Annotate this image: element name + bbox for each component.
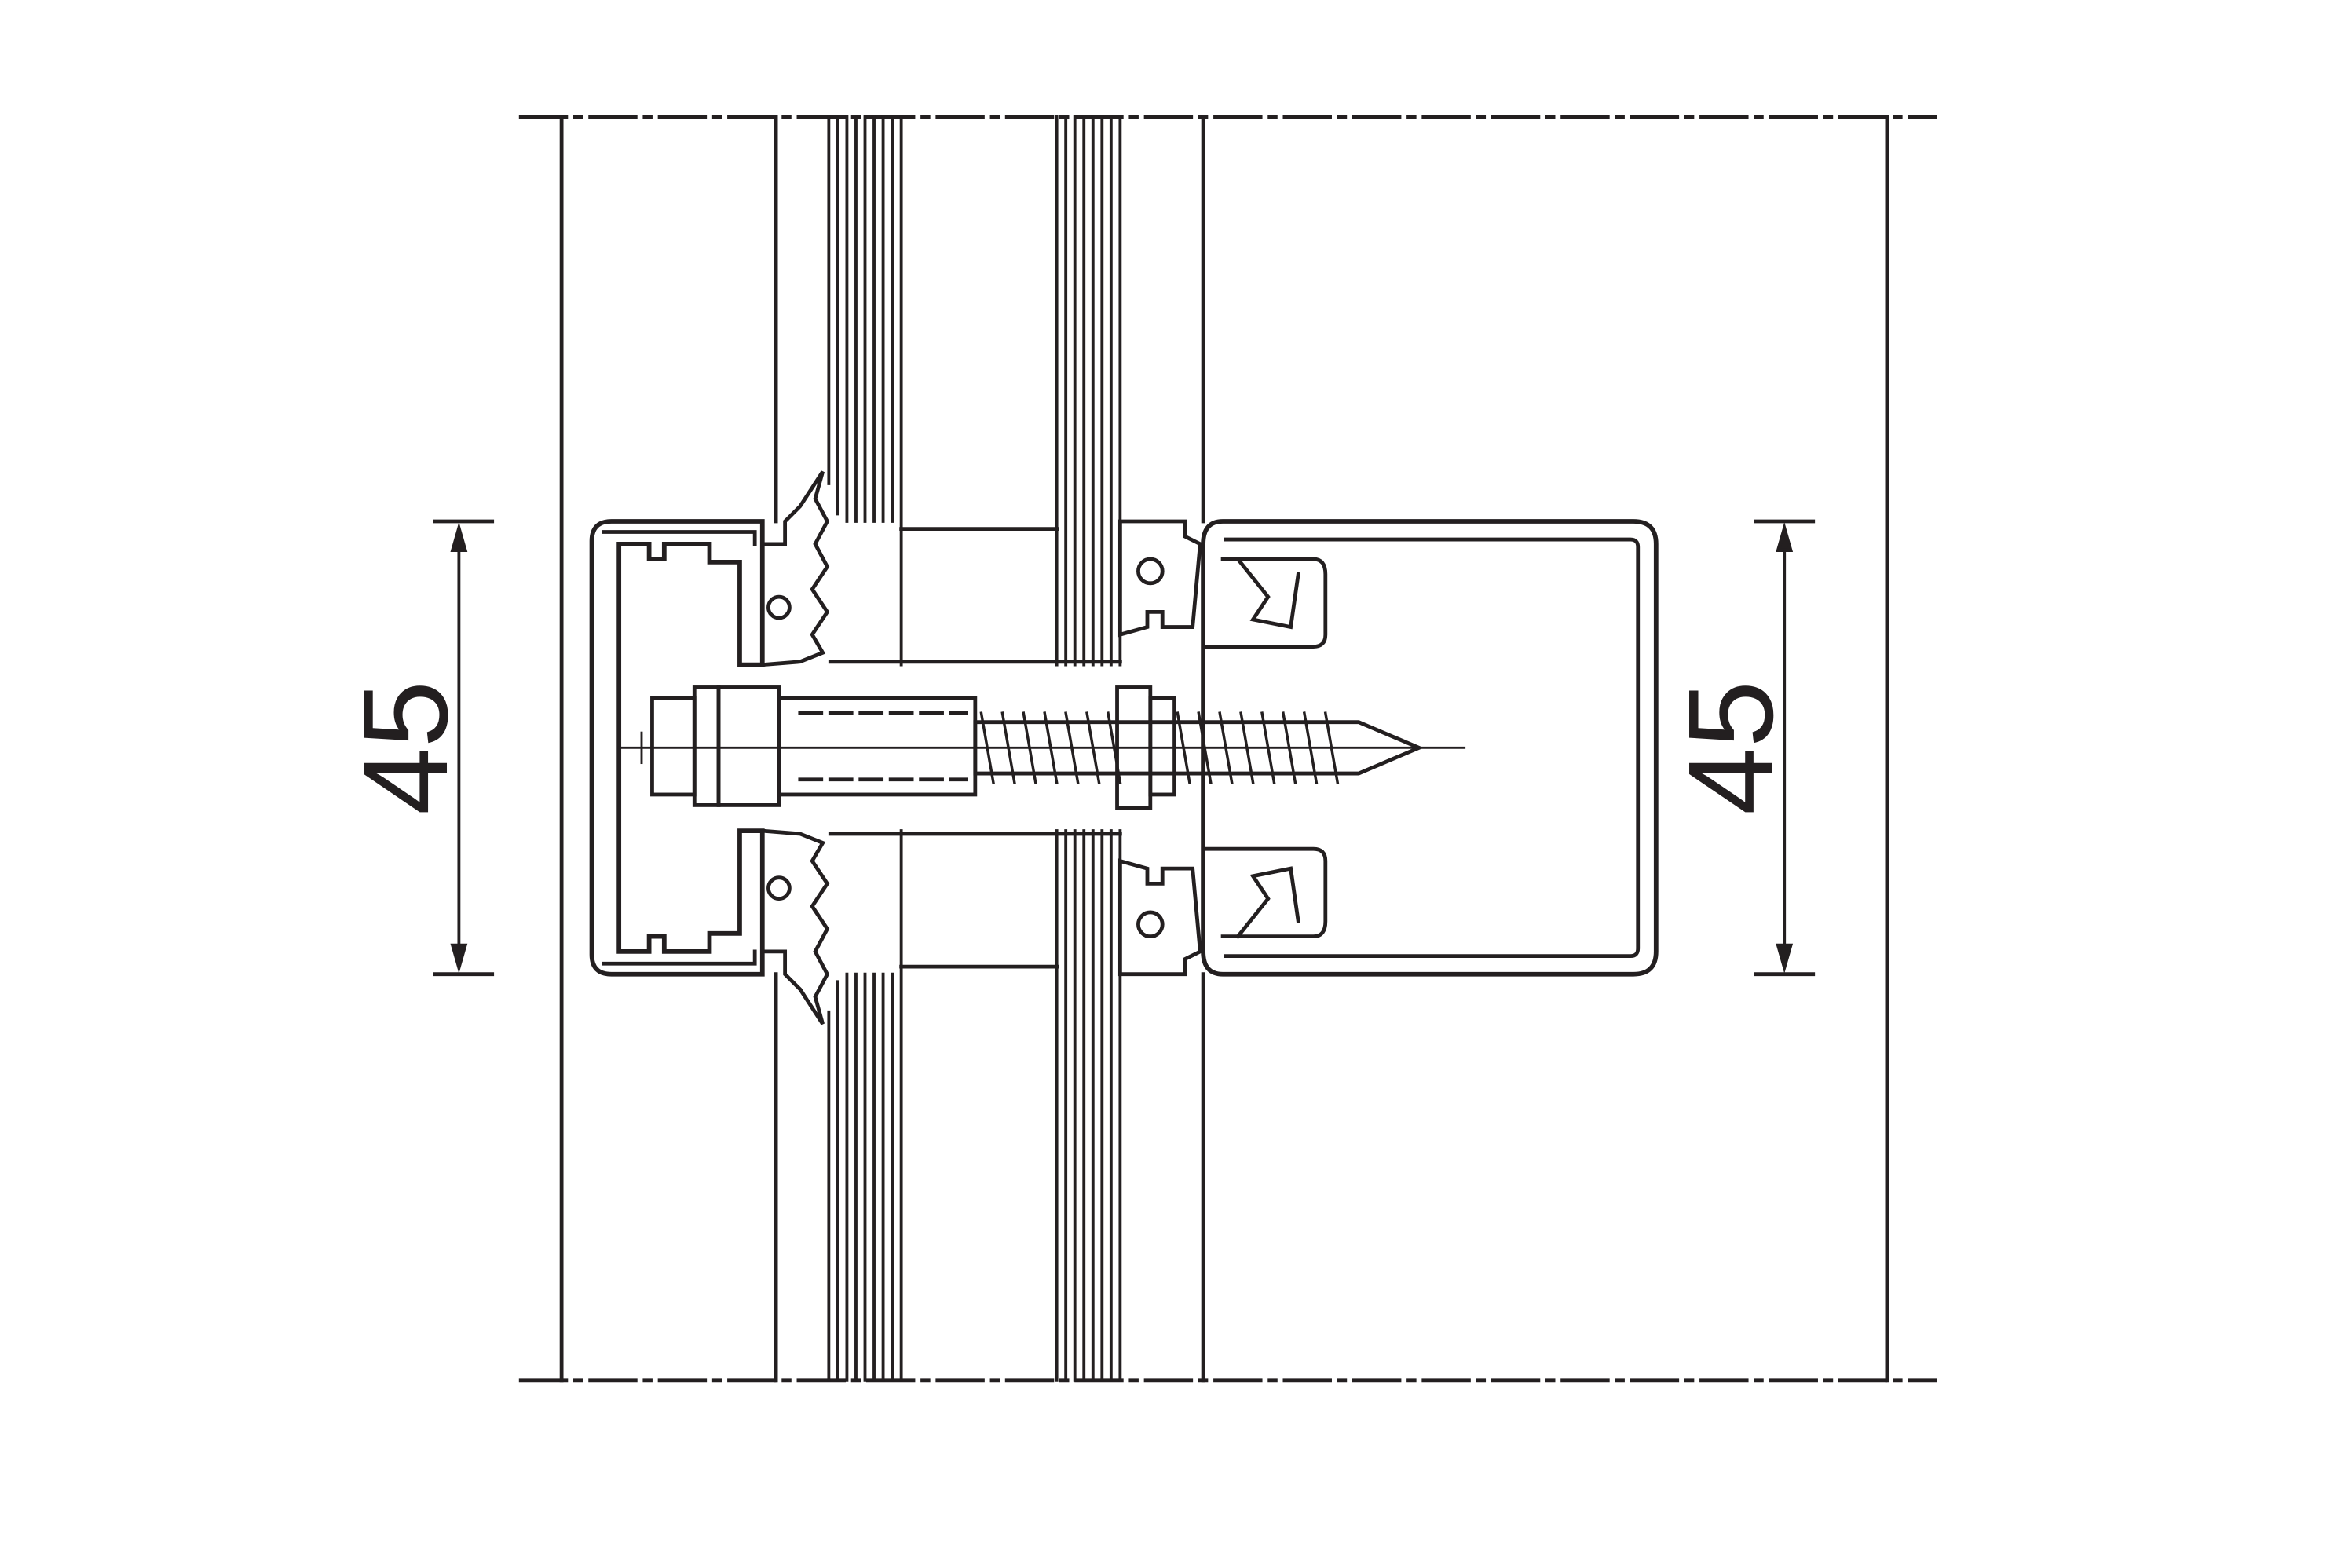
- self-drilling-screw-icon: [617, 685, 1466, 810]
- outer-gaskets: [760, 470, 830, 1025]
- glass-spacer: [828, 527, 1122, 969]
- boundary-dashdot-lines: [518, 115, 1937, 1383]
- glass-pane-outer: [827, 115, 903, 1382]
- mullion-tube: [1201, 519, 1659, 977]
- dimension-right: [1754, 519, 1816, 977]
- dimension-left-label: 45: [338, 681, 473, 815]
- inner-gaskets: [1117, 519, 1202, 977]
- frame-vertical-lines: [559, 115, 1889, 1383]
- dimension-left: [433, 519, 495, 977]
- cover-cap-profile: [589, 519, 765, 977]
- dimension-right-label: 45: [1663, 681, 1798, 815]
